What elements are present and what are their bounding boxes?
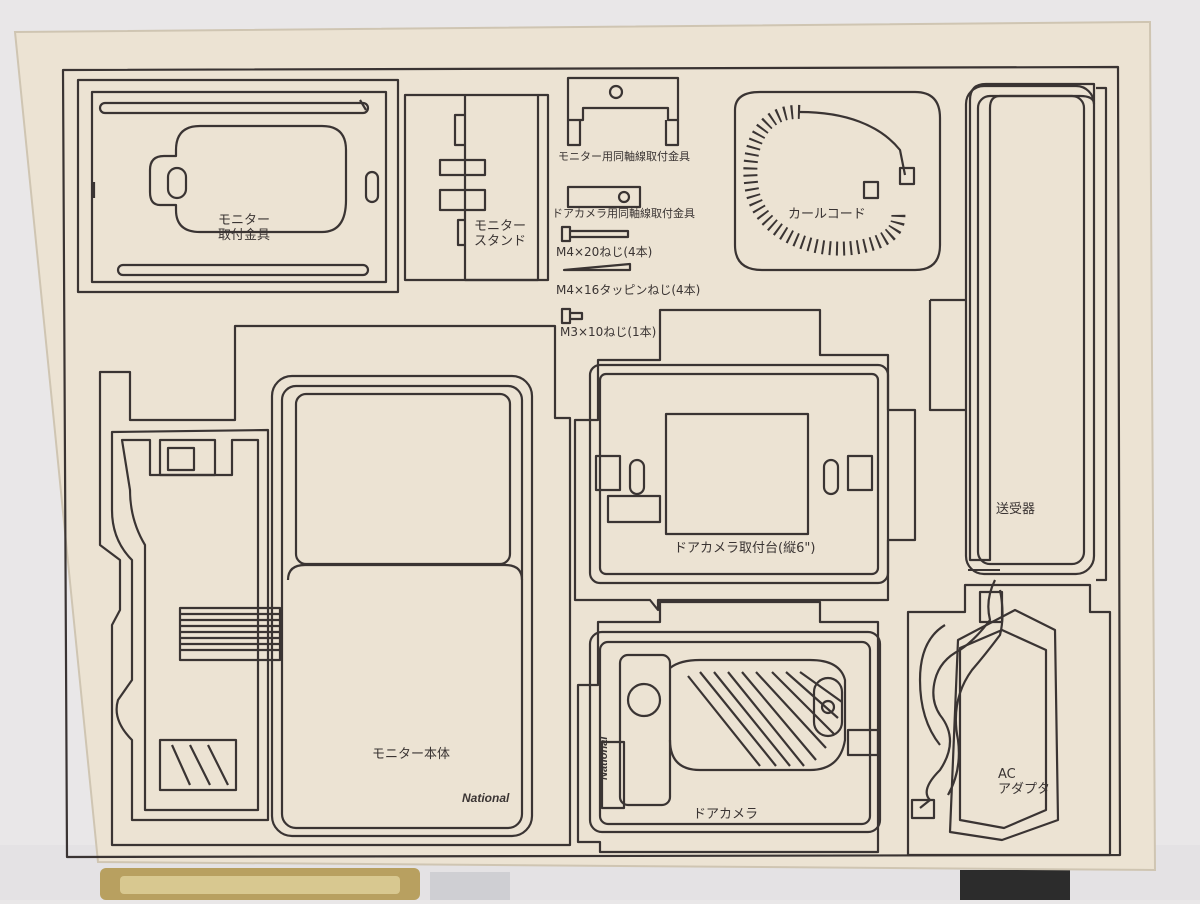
label-monitor-stand: モニター スタンド bbox=[474, 219, 527, 250]
label-ac-adapter-line1: AC bbox=[998, 767, 1016, 782]
label-ac-adapter: AC アダプタ bbox=[998, 767, 1051, 798]
ac-adapter-drawing bbox=[906, 579, 1112, 857]
label-door-camera-mount: ドアカメラ取付台(縦6") bbox=[674, 541, 816, 556]
label-monitor-bracket-line2: 取付金具 bbox=[218, 227, 271, 243]
door-camera-drawing bbox=[576, 600, 882, 854]
label-door-camera: ドアカメラ bbox=[693, 807, 759, 822]
label-monitor-stand-line2: スタンド bbox=[474, 233, 527, 249]
outer-frame bbox=[61, 65, 1122, 859]
door-camera-wire-bracket-drawing bbox=[566, 185, 642, 209]
label-screw-m4x20: M4×20ねじ(4本) bbox=[556, 245, 653, 259]
label-handset: 送受器 bbox=[996, 502, 1036, 517]
curl-cord-drawing bbox=[733, 90, 942, 272]
monitor-wire-bracket-drawing bbox=[566, 76, 680, 147]
screws-drawing bbox=[560, 225, 632, 325]
label-screw-m3x10: M3×10ねじ(1本) bbox=[560, 325, 657, 339]
handset-drawing bbox=[928, 82, 1108, 582]
label-screw-m4x16: M4×16タッピンねじ(4本) bbox=[556, 283, 701, 297]
label-monitor-bracket: モニター 取付金具 bbox=[218, 213, 271, 244]
label-curl-cord: カールコード bbox=[788, 207, 866, 222]
monitor-cradle-drawing bbox=[98, 324, 572, 847]
brand-logo-camera: National bbox=[598, 736, 610, 780]
label-door-camera-wire-bracket: ドアカメラ用同軸線取付金具 bbox=[552, 207, 695, 220]
monitor-stand-drawing bbox=[403, 93, 550, 282]
label-monitor-wire-bracket: モニター用同軸線取付金具 bbox=[558, 150, 690, 163]
label-monitor-stand-line1: モニター bbox=[474, 219, 527, 234]
label-monitor-bracket-line1: モニター bbox=[218, 213, 271, 228]
black-part bbox=[960, 870, 1070, 900]
monitor-body-drawing bbox=[270, 374, 534, 838]
label-ac-adapter-line2: アダプタ bbox=[998, 781, 1051, 797]
label-monitor-body: モニター本体 bbox=[372, 747, 451, 762]
door-camera-mount-drawing bbox=[573, 308, 917, 612]
monitor-bracket-drawing bbox=[76, 78, 400, 294]
brand-logo-monitor: National bbox=[462, 791, 510, 805]
